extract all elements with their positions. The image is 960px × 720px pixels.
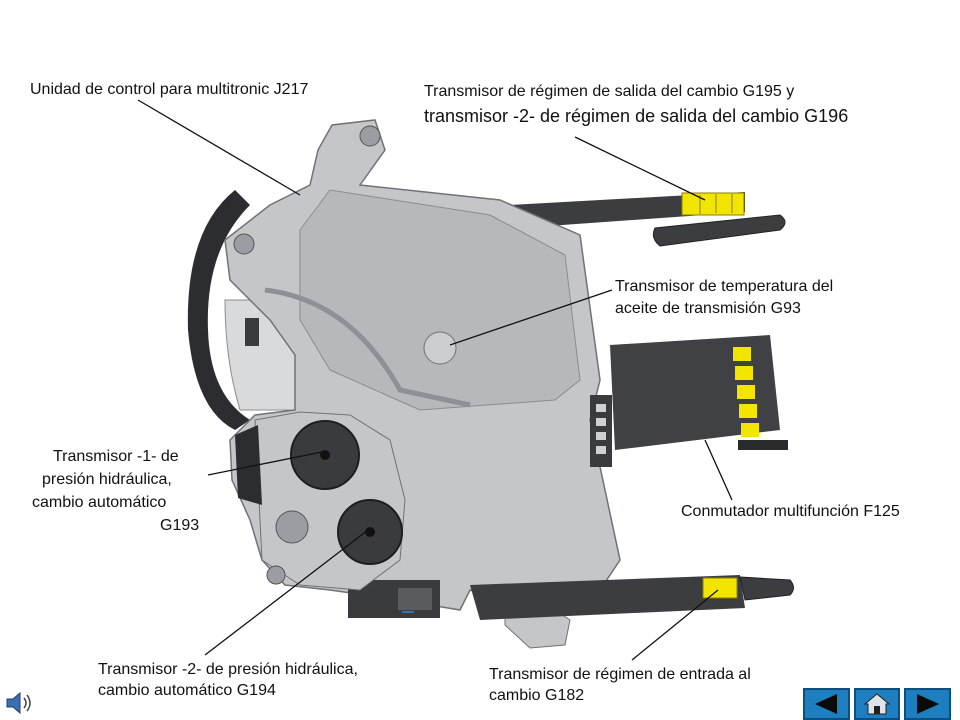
label-output-speed-line-2: transmisor -2- de régimen de salida del … xyxy=(424,106,849,126)
output-sensor-yellow xyxy=(681,192,745,216)
leader-lines xyxy=(137,99,733,661)
rear-ring-tab xyxy=(245,318,259,346)
pressure-sensor-2-center xyxy=(365,527,375,537)
leader-pressure-2 xyxy=(204,529,369,656)
leader-multifunction xyxy=(704,439,733,501)
back-button[interactable] xyxy=(803,688,850,720)
housing-recess xyxy=(299,189,581,411)
top-mount-hole xyxy=(359,125,381,147)
label-pressure-2-line-1: Transmisor -2- de presión hidráulica, xyxy=(98,661,358,678)
home-icon xyxy=(863,693,891,715)
home-button[interactable] xyxy=(853,688,901,720)
left-mount-hole xyxy=(233,233,255,255)
input-sensor-yellow xyxy=(702,577,738,599)
label-input-speed-line-2: cambio G182 xyxy=(489,687,585,704)
input-sensor-arm xyxy=(470,575,745,620)
multifunction-contact-2 xyxy=(735,366,753,380)
label-pressure-1-line-3: cambio automático xyxy=(32,494,167,511)
oil-temp-sensor xyxy=(423,331,457,365)
leader-oil-temp xyxy=(449,289,613,346)
multifunction-contact-3 xyxy=(737,385,755,399)
rear-ring xyxy=(187,190,250,430)
label-pressure-1-line-2: presión hidráulica, xyxy=(42,471,172,488)
connector-strip xyxy=(590,395,612,467)
multifunction-switch-body xyxy=(610,335,780,450)
pressure-block-mount xyxy=(266,565,286,585)
speaker-icon[interactable] xyxy=(4,688,36,718)
label-pressure-1-line-4: G193 xyxy=(160,517,200,534)
multifunction-contact-4 xyxy=(739,404,757,418)
triangle-left-icon xyxy=(815,694,838,714)
label-input-speed-line-1: Transmisor de régimen de entrada al xyxy=(489,666,751,683)
navigation-bar xyxy=(803,688,955,720)
pressure-block-bore xyxy=(275,510,309,544)
leader-control-unit xyxy=(137,99,301,196)
forward-button[interactable] xyxy=(904,688,952,720)
multifunction-contact-1 xyxy=(733,347,751,361)
multifunction-contact-5 xyxy=(741,423,759,437)
leader-pressure-1 xyxy=(207,451,323,476)
leader-output-speed xyxy=(574,136,706,201)
label-output-speed-line-1: Transmisor de régimen de salida del camb… xyxy=(424,83,795,100)
leader-input-speed xyxy=(631,589,719,661)
pressure-block-dark-side xyxy=(235,425,262,505)
label-pressure-1-line-1: Transmisor -1- de xyxy=(53,448,179,465)
label-control-unit: Unidad de control para multitronic J217 xyxy=(30,81,309,98)
triangle-right-icon xyxy=(916,694,939,714)
label-multifunction: Conmutador multifunción F125 xyxy=(681,503,900,520)
label-pressure-2-line-2: cambio automático G194 xyxy=(98,682,276,699)
output-sensor-rod xyxy=(652,214,786,247)
input-sensor-rod xyxy=(739,576,794,601)
label-oil-temp-line-2: aceite de transmisión G93 xyxy=(615,300,801,317)
pressure-sensor-1-center xyxy=(320,450,330,460)
multifunction-switch-plate xyxy=(738,440,788,450)
label-oil-temp-line-1: Transmisor de temperatura del xyxy=(615,278,834,295)
housing-rib xyxy=(264,287,471,408)
